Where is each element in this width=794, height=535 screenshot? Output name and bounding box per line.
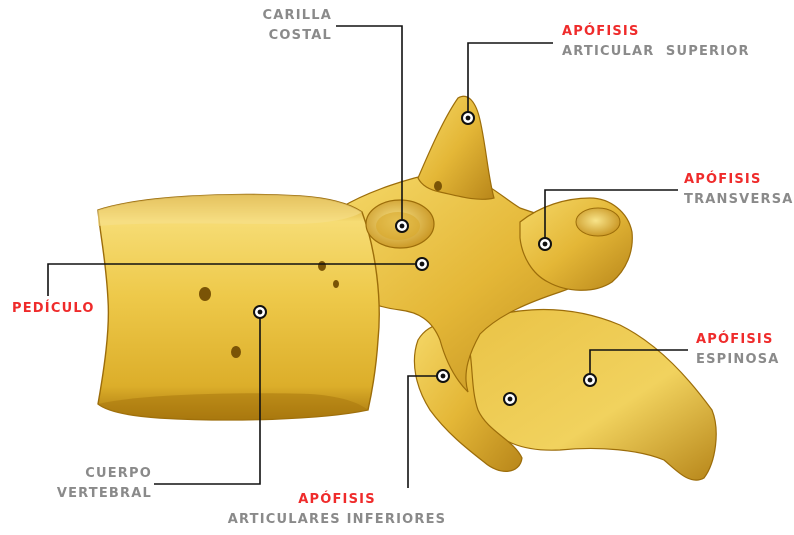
label-transversa: APÓFISIS TRANSVERSA [684,170,794,210]
label-articulares-inferiores: APÓFISIS ARTICULARES INFERIORES [222,490,452,530]
dot-inferior-2 [504,393,516,405]
vertebra-illustration [98,96,716,480]
transverse-tip-shape [576,208,620,236]
label-articular-superior-line2: ARTICULAR SUPERIOR [562,42,750,62]
body-top-rim [98,195,362,226]
arch-foramen-1 [434,181,442,191]
label-carilla-costal-line1: CARILLA [240,6,332,26]
label-espinosa: APÓFISIS ESPINOSA [696,330,780,370]
dot-carilla-costal [396,220,408,232]
dot-cuerpo [254,306,266,318]
dot-pediculo [416,258,428,270]
label-articular-superior-line1: APÓFISIS [562,22,750,42]
label-carilla-costal: CARILLA COSTAL [240,6,332,46]
body-foramen-3 [318,261,326,271]
label-carilla-costal-line2: COSTAL [240,26,332,46]
label-transversa-line2: TRANSVERSA [684,190,794,210]
superior-articular-shape [418,96,494,199]
label-pediculo-line1: PEDÍCULO [12,299,95,319]
vertebral-body-shape [98,195,379,420]
body-foramen-2 [231,346,241,358]
label-transversa-line1: APÓFISIS [684,170,794,190]
label-cuerpo-vertebral-line1: CUERPO [56,464,152,484]
label-espinosa-line1: APÓFISIS [696,330,780,350]
body-foramen-4 [333,280,339,288]
dot-inferior-1 [437,370,449,382]
label-articular-superior: APÓFISIS ARTICULAR SUPERIOR [562,22,750,62]
dot-espinosa [584,374,596,386]
label-articulares-inferiores-line2: ARTICULARES INFERIORES [222,510,452,530]
dot-articular-superior [462,112,474,124]
label-espinosa-line2: ESPINOSA [696,350,780,370]
label-articulares-inferiores-line1: APÓFISIS [222,490,452,510]
body-foramen-1 [199,287,211,301]
leader-articular-superior [468,43,553,118]
label-cuerpo-vertebral: CUERPO VERTEBRAL [56,464,152,504]
label-pediculo: PEDÍCULO [12,299,95,319]
label-cuerpo-vertebral-line2: VERTEBRAL [56,484,152,504]
dot-transversa [539,238,551,250]
